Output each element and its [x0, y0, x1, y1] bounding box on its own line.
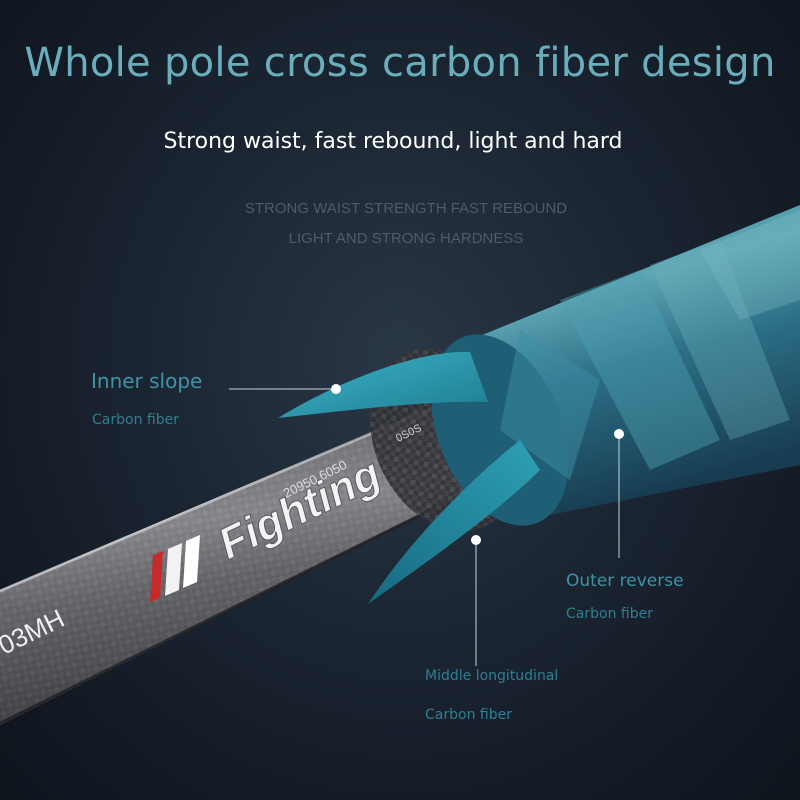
inner-slope-dot [331, 384, 341, 394]
middle-longitudinal-label: Middle longitudinal [425, 668, 559, 684]
pole-stripe-badge [150, 535, 200, 602]
page-title: Whole pole cross carbon fiber design [24, 40, 776, 86]
tagline-line-2: LIGHT AND STRONG HARDNESS [288, 230, 524, 247]
outer-reverse-label: Outer reverse [566, 571, 684, 591]
page-subtitle: Strong waist, fast rebound, light and ha… [163, 129, 623, 154]
inner-slope-sublabel: Carbon fiber [92, 412, 179, 428]
inner-slope-ribbon [278, 351, 488, 418]
outer-reverse-sublabel: Carbon fiber [566, 606, 653, 622]
middle-longitudinal-ribbon [368, 440, 540, 604]
middle-longitudinal-sublabel: Carbon fiber [425, 707, 512, 723]
pole-shaft [0, 390, 510, 730]
inner-slope-label: Inner slope [91, 369, 203, 393]
tagline-line-1: STRONG WAIST STRENGTH FAST REBOUND [244, 200, 568, 217]
outer-reverse-dot [614, 429, 624, 439]
middle-longitudinal-dot [471, 535, 481, 545]
